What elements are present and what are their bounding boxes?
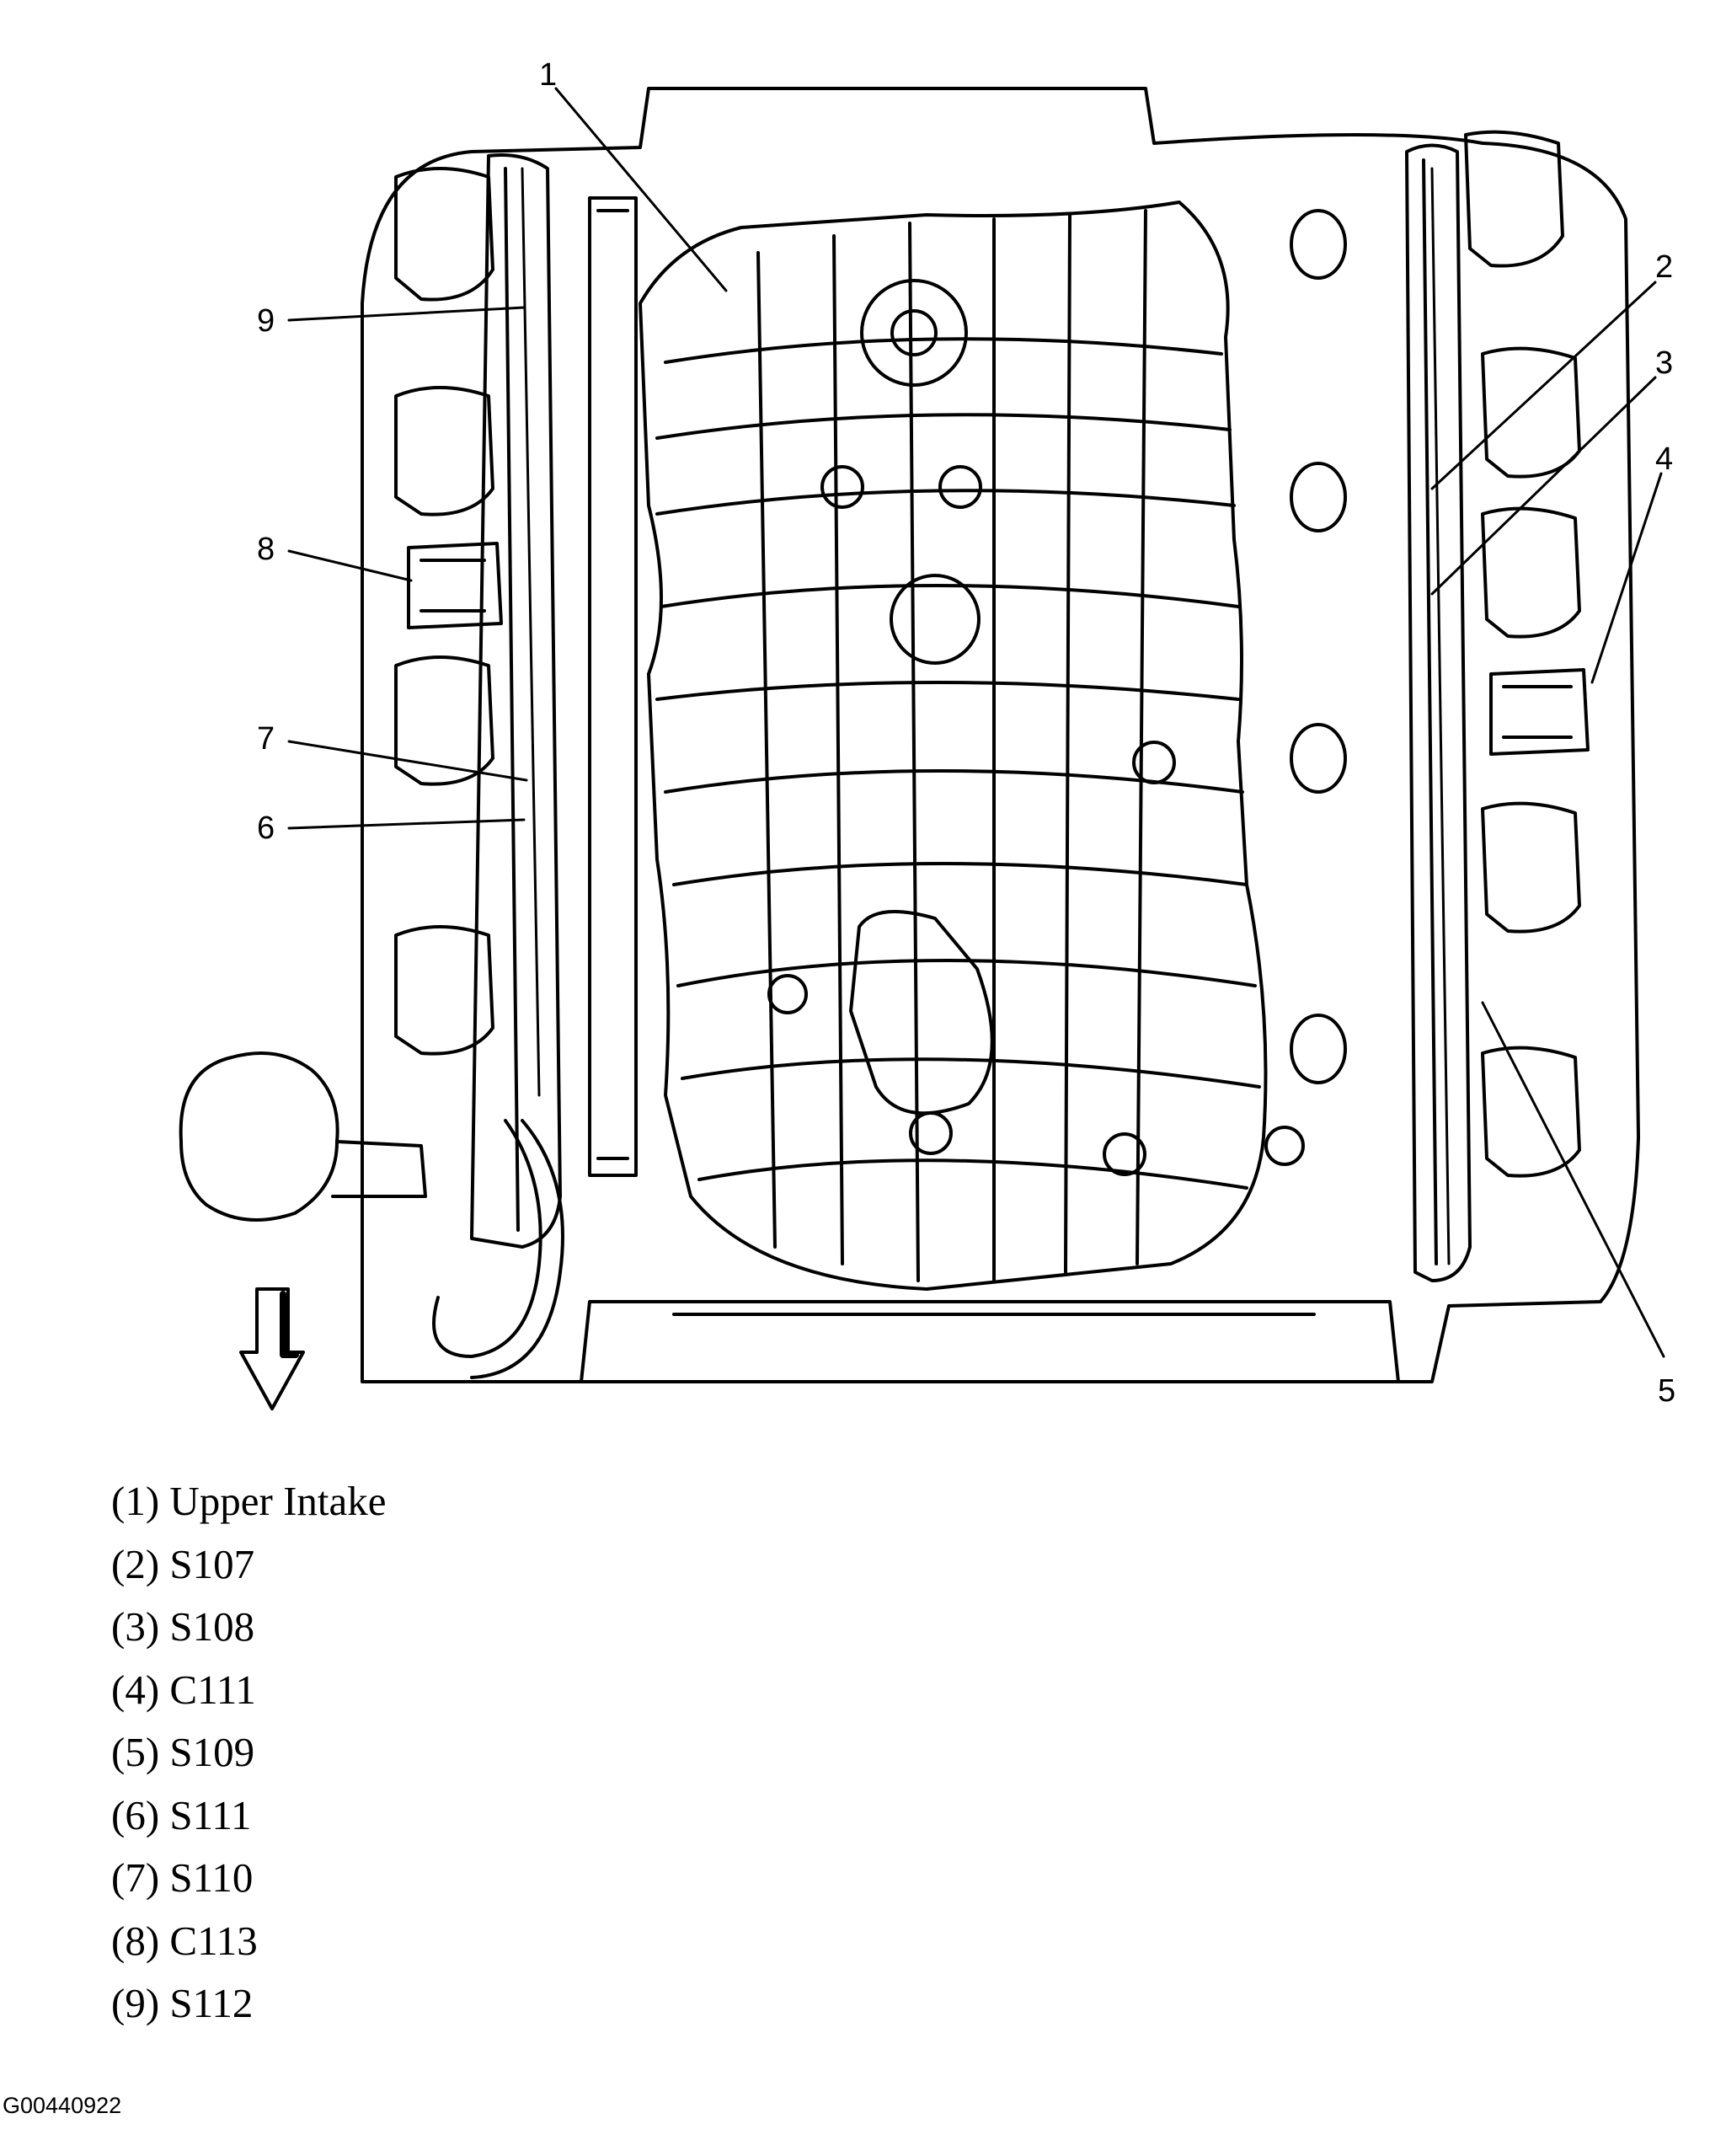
callout-8: 8 <box>257 532 275 567</box>
callout-4: 4 <box>1655 441 1674 477</box>
callout-leader-lines <box>287 87 1665 1358</box>
figure-id: G00440922 <box>3 2093 122 2118</box>
front-direction-arrow-icon <box>239 1287 305 1410</box>
legend-item-3: (3) S108 <box>111 1603 255 1650</box>
engine-intake-illustration <box>179 87 1665 1410</box>
legend-item-7: (7) S110 <box>111 1854 254 1901</box>
callout-7: 7 <box>257 721 275 757</box>
legend-item-1: (1) Upper Intake <box>111 1478 387 1524</box>
callout-6: 6 <box>257 811 275 846</box>
callout-1: 1 <box>539 57 558 93</box>
callout-2: 2 <box>1655 249 1674 285</box>
component-legend: (1) Upper Intake (2) S107 (3) S108 (4) C… <box>111 1470 387 2036</box>
callout-5: 5 <box>1658 1373 1676 1409</box>
legend-item-5: (5) S109 <box>111 1729 255 1775</box>
callout-9: 9 <box>257 303 275 339</box>
engine-line-art <box>179 87 1640 1383</box>
legend-item-4: (4) C111 <box>111 1666 256 1713</box>
legend-item-6: (6) S111 <box>111 1791 252 1838</box>
legend-item-8: (8) C113 <box>111 1917 258 1964</box>
legend-item-9: (9) S112 <box>111 1980 254 2026</box>
callout-3: 3 <box>1655 345 1674 381</box>
legend-item-2: (2) S107 <box>111 1540 255 1587</box>
